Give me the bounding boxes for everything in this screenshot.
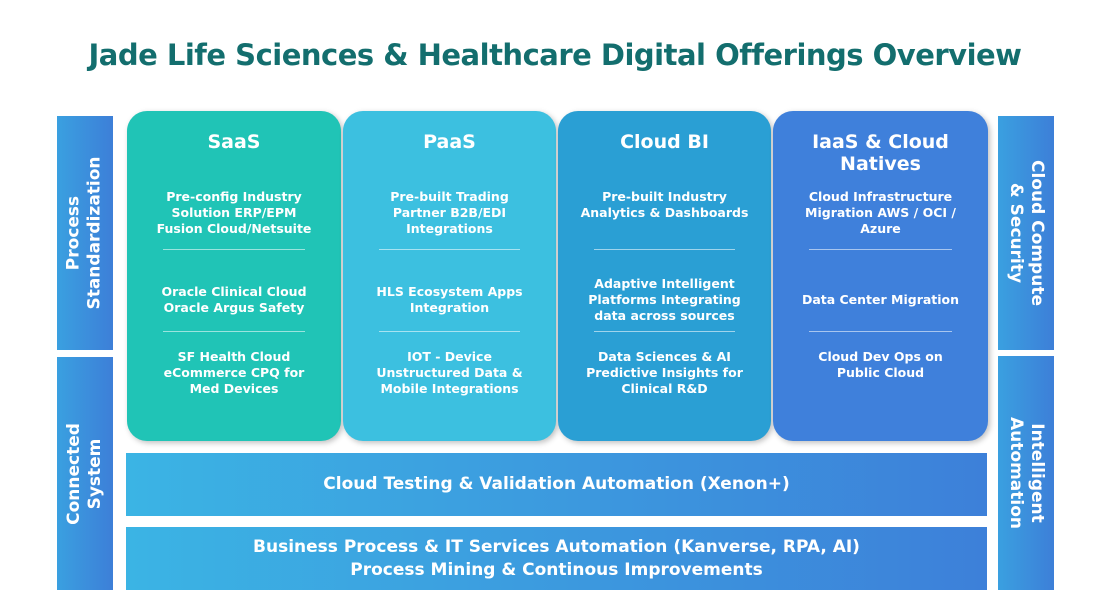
cloud-testing-bar: Cloud Testing & Validation Automation (X… (126, 453, 987, 516)
offering-item: Oracle Clinical Cloud Oracle Argus Safet… (161, 284, 307, 315)
business-process-bar: Business Process & IT Services Automatio… (126, 527, 987, 590)
divider (163, 249, 305, 250)
offering-item: HLS Ecosystem Apps Integration (376, 284, 523, 315)
intelligent-automation-label: Intelligent Automation (998, 356, 1054, 590)
column-title: Cloud BI (620, 131, 709, 153)
column-title: SaaS (207, 131, 261, 153)
divider (163, 331, 305, 332)
divider (379, 249, 520, 250)
offering-item: Adaptive Intelligent Platforms Integrati… (588, 276, 741, 323)
column-card-paas: PaaS Pre-built Trading Partner B2B/EDI In… (343, 111, 556, 441)
process-standardization-label: Process Standardization (57, 116, 113, 350)
offering-item: Pre-config Industry Solution ERP/EPM Fus… (156, 189, 312, 236)
offering-item: Cloud Infrastructure Migration AWS / OCI… (805, 189, 956, 236)
column-title: PaaS (423, 131, 476, 153)
offering-item: IOT - Device Unstructured Data & Mobile … (376, 349, 523, 396)
column-card-saas: SaaS Pre-config Industry Solution ERP/EPM… (127, 111, 341, 441)
label-text: Cloud Compute & Security (1006, 160, 1048, 306)
divider (809, 249, 952, 250)
column-card-cloud-bi: Cloud BI Pre-built Industry Analytics & D… (558, 111, 771, 441)
label-text: Process Standardization (64, 156, 106, 310)
divider (809, 331, 952, 332)
column-title: IaaS & Cloud Natives (812, 131, 949, 175)
connected-system-label: Connected System (57, 357, 113, 590)
divider (594, 249, 735, 250)
divider (379, 331, 520, 332)
cloud-compute-security-label: Cloud Compute & Security (998, 116, 1054, 350)
offering-item: Data Center Migration (801, 292, 960, 307)
divider (594, 331, 735, 332)
offering-item: Data Sciences & AI Predictive Insights f… (586, 349, 743, 396)
offering-item: Pre-built Industry Analytics & Dashboard… (580, 189, 749, 220)
offering-item: Cloud Dev Ops on Public Cloud (818, 349, 943, 380)
label-text: Intelligent Automation (1006, 417, 1047, 529)
label-text: Connected System (64, 422, 106, 525)
offering-item: Pre-built Trading Partner B2B/EDI Integr… (390, 189, 509, 236)
offering-item: SF Health Cloud eCommerce CPQ for Med De… (163, 349, 305, 396)
page-title: Jade Life Sciences & Healthcare Digital … (88, 38, 1022, 72)
